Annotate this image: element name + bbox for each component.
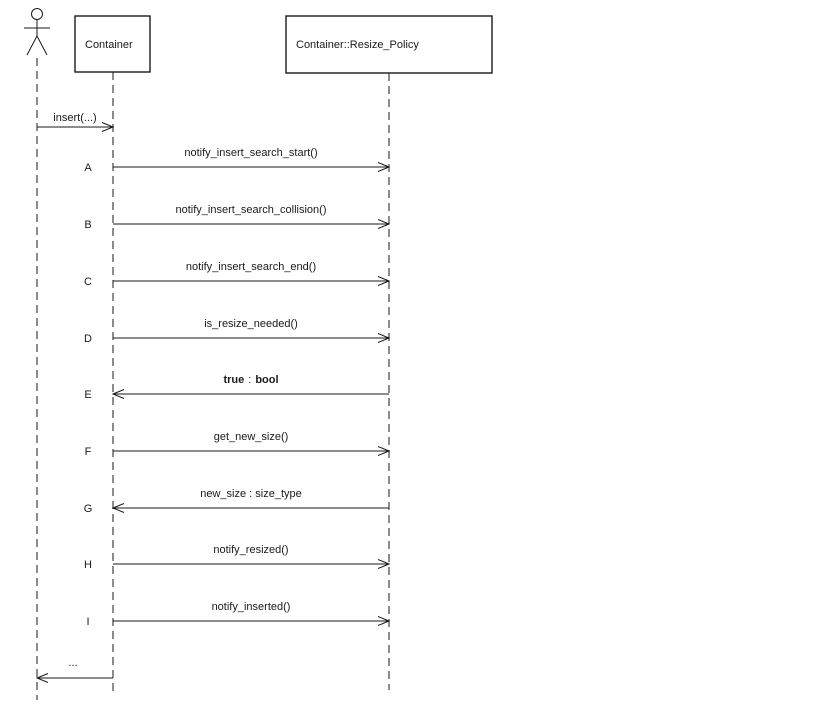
message-g-letter: G xyxy=(84,503,93,515)
message-d-arrowhead xyxy=(377,333,391,343)
message-return: ... xyxy=(35,657,113,683)
message-i-arrowhead xyxy=(377,616,391,626)
message-a-label: notify_insert_search_start() xyxy=(184,147,317,159)
message-g-arrowhead xyxy=(111,503,125,513)
message-b-letter: B xyxy=(84,219,91,231)
message-h-arrowhead xyxy=(377,559,391,569)
message-f: F get_new_size() xyxy=(85,431,391,458)
participant-label-container: Container xyxy=(85,39,133,51)
actor-head xyxy=(31,8,43,20)
message-g: G new_size : size_type xyxy=(84,488,389,515)
message-f-arrowhead xyxy=(377,446,391,456)
actor-icon xyxy=(24,8,50,56)
message-h-letter: H xyxy=(84,559,92,571)
message-e-letter: E xyxy=(84,389,91,401)
message-e-label-sep: : xyxy=(248,374,251,386)
actor-leg-right xyxy=(36,35,48,56)
message-h-label: notify_resized() xyxy=(213,544,288,556)
message-b-label: notify_insert_search_collision() xyxy=(175,204,326,216)
message-g-label: new_size : size_type xyxy=(200,488,302,500)
message-d-letter: D xyxy=(84,333,92,345)
message-e: E true: bool xyxy=(84,374,389,401)
message-f-label: get_new_size() xyxy=(214,431,289,443)
message-c-arrowhead xyxy=(377,276,391,286)
participant-label-resize-policy: Container::Resize_Policy xyxy=(296,39,419,51)
participant-box-resize-policy xyxy=(285,15,493,74)
message-d: D is_resize_needed() xyxy=(84,318,391,345)
message-i-label: notify_inserted() xyxy=(212,601,291,613)
message-return-arrowhead xyxy=(35,673,49,683)
message-f-letter: F xyxy=(85,446,92,458)
message-a: A notify_insert_search_start() xyxy=(84,147,391,174)
message-insert: insert(...) xyxy=(37,112,115,132)
participant-box-container xyxy=(74,15,151,73)
message-i: I notify_inserted() xyxy=(86,601,391,628)
message-a-letter: A xyxy=(84,162,92,174)
message-b-arrowhead xyxy=(377,219,391,229)
actor-leg-left xyxy=(26,35,38,56)
message-c: C notify_insert_search_end() xyxy=(84,261,391,288)
message-b: B notify_insert_search_collision() xyxy=(84,204,391,231)
message-d-label: is_resize_needed() xyxy=(204,318,298,330)
message-c-label: notify_insert_search_end() xyxy=(186,261,316,273)
message-e-label: true: bool xyxy=(223,374,278,386)
message-return-label: ... xyxy=(68,657,77,669)
message-e-label-value: true xyxy=(223,374,244,386)
message-e-arrowhead xyxy=(111,389,125,399)
message-insert-label: insert(...) xyxy=(53,112,96,124)
message-c-letter: C xyxy=(84,276,92,288)
message-a-arrowhead xyxy=(377,162,391,172)
message-insert-arrowhead xyxy=(101,122,115,132)
message-i-letter: I xyxy=(86,616,89,628)
message-h: H notify_resized() xyxy=(84,544,391,571)
message-e-label-type: bool xyxy=(255,374,278,386)
